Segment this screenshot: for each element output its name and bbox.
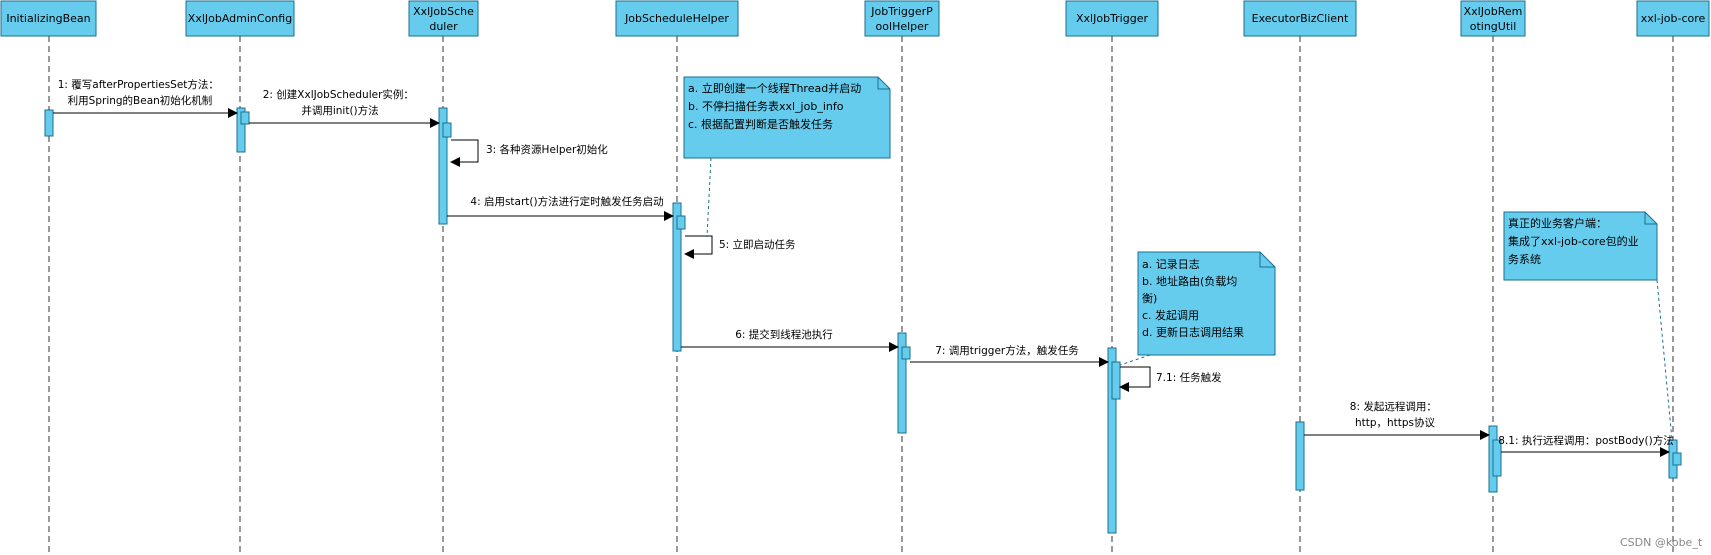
message-label-7-1: 7.1: 任务触发 bbox=[1156, 371, 1222, 384]
activation-remotingutil-nested bbox=[1492, 439, 1502, 477]
participant-name-line2: duler bbox=[429, 20, 458, 33]
svg-text:otingUtil: otingUtil bbox=[1470, 20, 1517, 33]
activation-scheduler-nested bbox=[442, 122, 452, 138]
activation-scheduler bbox=[438, 107, 448, 225]
participant-name: JobScheduleHelper bbox=[624, 12, 729, 25]
message-labels: 1: 覆写afterPropertiesSet方法： 利用Spring的Bean… bbox=[58, 78, 1674, 447]
participant-xxljobtrigger[interactable]: XxlJobTrigger bbox=[1065, 0, 1159, 37]
message-arrow-5 bbox=[684, 235, 713, 259]
svg-text:oolHelper: oolHelper bbox=[876, 20, 929, 33]
note-line: 真正的业务客户端： bbox=[1508, 216, 1607, 230]
activation-xxljobcore-nested bbox=[1672, 452, 1682, 466]
svg-text:JobTriggerP: JobTriggerP bbox=[870, 5, 933, 18]
participant-xxljobcore[interactable]: xxl-job-core bbox=[1636, 0, 1710, 37]
note-line: b. 不停扫描任务表xxl_job_info bbox=[688, 99, 844, 113]
note-line: 集成了xxl-job-core包的业 bbox=[1508, 234, 1639, 248]
svg-text:真正的业务客户端： 集成了xxl-job-cor: 真正的业务客户端： 集成了xxl-job-core包的业 务系统 bbox=[1508, 216, 1642, 266]
note-line: a. 立即创建一个线程Thread并启动 bbox=[688, 81, 861, 95]
watermark: CSDN @kobe_t bbox=[1620, 536, 1703, 549]
message-label-3: 3: 各种资源Helper初始化 bbox=[486, 143, 608, 156]
activation-xxljobtrigger bbox=[1107, 347, 1117, 534]
note-xxljobtrigger: a. 记录日志 b. 地址路由(负载均 衡) c. 发起调用 d. 更新日志调用… bbox=[1119, 251, 1276, 366]
participant-name: XxlJobAdminConfig bbox=[188, 12, 292, 25]
note-line: 衡) bbox=[1142, 292, 1157, 305]
participant-name-line1: XxlJobRem bbox=[1464, 5, 1523, 18]
svg-text:duler: duler bbox=[429, 20, 458, 33]
message-arrow-3 bbox=[450, 139, 479, 167]
participant-jobschedulehelper[interactable]: JobScheduleHelper bbox=[615, 0, 739, 37]
participant-name-line2: oolHelper bbox=[876, 20, 929, 33]
message-label-5: 5: 立即启动任务 bbox=[719, 238, 796, 251]
participant-initializingbean[interactable]: InitializingBean bbox=[0, 0, 97, 37]
note-line: c. 根据配置判断是否触发任务 bbox=[688, 117, 833, 131]
svg-text:a. 立即创建一个线程Thread并启动 b.: a. 立即创建一个线程Thread并启动 b. 不停扫描任务表xxl_job_i… bbox=[688, 81, 865, 131]
message-label-4: 4: 启用start()方法进行定时触发任务启动 bbox=[470, 195, 663, 208]
participant-jobtriggerpoolhelper[interactable]: JobTriggerP oolHelper bbox=[864, 0, 940, 37]
participant-name: InitializingBean bbox=[6, 12, 90, 25]
svg-text:XxlJobRem: XxlJobRem bbox=[1464, 5, 1523, 18]
activation-schedulehelper-nested bbox=[676, 215, 686, 230]
svg-text:JobScheduleHelper: JobScheduleHelper bbox=[624, 12, 729, 25]
svg-text:XxlJobSche: XxlJobSche bbox=[413, 5, 474, 18]
participant-xxljobremotingutil[interactable]: XxlJobRem otingUtil bbox=[1460, 0, 1526, 37]
message-label-6: 6: 提交到线程池执行 bbox=[735, 328, 833, 341]
svg-text:InitializingBean: InitializingBean bbox=[6, 12, 90, 25]
participant-name-line1: XxlJobSche bbox=[413, 5, 474, 18]
messages bbox=[53, 108, 1670, 457]
svg-text:a. 记录日志 b. 地址路由(负载均: a. 记录日志 b. 地址路由(负载均 衡) c. 发起调用 d. 更新日志调用… bbox=[1142, 258, 1244, 339]
participant-xxljobscheduler[interactable]: XxlJobSche duler bbox=[408, 0, 479, 37]
activation-schedulehelper bbox=[672, 202, 682, 352]
svg-text:ExecutorBizClient: ExecutorBizClient bbox=[1252, 12, 1349, 25]
note-line: b. 地址路由(负载均 bbox=[1142, 274, 1237, 288]
participants: InitializingBean XxlJobAdminConfig XxlJo… bbox=[0, 0, 1710, 37]
svg-text:XxlJobTrigger: XxlJobTrigger bbox=[1076, 12, 1148, 25]
note-line: d. 更新日志调用结果 bbox=[1142, 325, 1244, 339]
activation-triggerpool-nested bbox=[901, 346, 911, 360]
message-label-8: 8: 发起远程调用： http，https协议 bbox=[1350, 400, 1440, 429]
activation-xxljobtrigger-nested bbox=[1111, 361, 1121, 400]
activations bbox=[44, 107, 1682, 534]
activation-adminconfig-nested bbox=[240, 111, 250, 125]
note-schedulehelper: a. 立即创建一个线程Thread并启动 b. 不停扫描任务表xxl_job_i… bbox=[683, 76, 891, 238]
activation-triggerpool bbox=[897, 332, 907, 434]
svg-text:XxlJobAdminConfig: XxlJobAdminConfig bbox=[188, 12, 292, 25]
note-line: a. 记录日志 bbox=[1142, 258, 1200, 271]
participant-name-line1: JobTriggerP bbox=[870, 5, 933, 18]
message-label-8-1: 8.1: 执行远程调用：postBody()方法 bbox=[1498, 434, 1673, 447]
message-label-7: 7: 调用trigger方法，触发任务 bbox=[935, 344, 1079, 357]
participant-executorbizclient[interactable]: ExecutorBizClient bbox=[1243, 0, 1357, 37]
participant-name: XxlJobTrigger bbox=[1076, 12, 1148, 25]
participant-xxljobadminconfig[interactable]: XxlJobAdminConfig bbox=[185, 0, 295, 37]
activation-executorbizclient bbox=[1295, 421, 1305, 491]
activation-initializingbean bbox=[44, 109, 54, 137]
svg-text:xxl-job-core: xxl-job-core bbox=[1641, 12, 1706, 25]
message-label-2: 2: 创建XxlJobScheduler实例： 并调用init()方法 bbox=[263, 88, 417, 117]
participant-name: xxl-job-core bbox=[1641, 12, 1706, 25]
participant-name: ExecutorBizClient bbox=[1252, 12, 1349, 25]
participant-name-line2: otingUtil bbox=[1470, 20, 1517, 33]
note-line: c. 发起调用 bbox=[1142, 308, 1199, 322]
activation-adminconfig bbox=[236, 107, 246, 153]
message-label-1: 1: 覆写afterPropertiesSet方法： 利用Spring的Bean… bbox=[58, 78, 223, 107]
note-business-client: 真正的业务客户端： 集成了xxl-job-core包的业 务系统 bbox=[1503, 211, 1673, 441]
message-arrow-7-1 bbox=[1119, 366, 1151, 392]
note-line: 务系统 bbox=[1508, 253, 1541, 266]
